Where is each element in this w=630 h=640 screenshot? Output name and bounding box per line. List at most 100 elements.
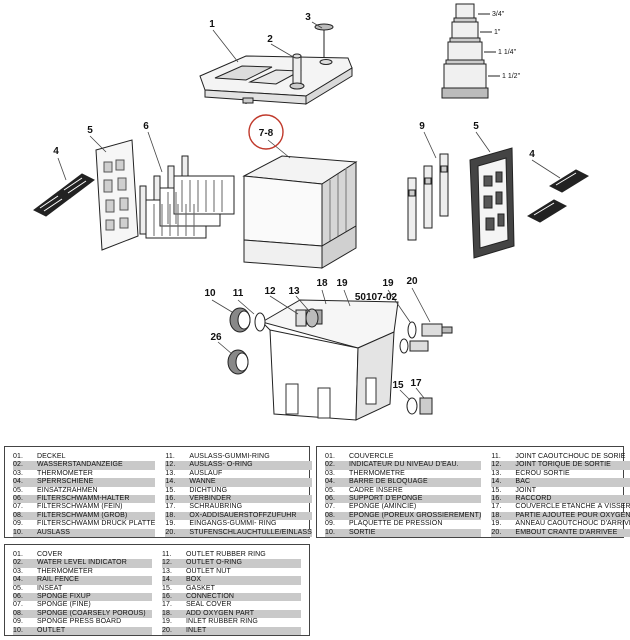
- part-sponge-block: [242, 155, 358, 269]
- part-insert-frame-left: [95, 139, 139, 251]
- legend-row-number: 16.: [165, 494, 176, 502]
- legend-row: 04.SPERRSCHIENE: [13, 478, 156, 487]
- legend-row-text: OUTLET O-RING: [186, 559, 243, 567]
- legend-row-number: 04.: [13, 576, 24, 584]
- legend-row-text: FILTERSCHWAMM DRUCK PLATTE: [37, 520, 156, 528]
- legend-row-number: 09.: [13, 520, 24, 528]
- callout: 3: [305, 12, 311, 23]
- legend-row: 17.SCHRAUBRING: [165, 503, 312, 511]
- callout: 9: [419, 121, 425, 132]
- legend-row-text: COVER: [37, 551, 63, 558]
- callout: 4: [529, 149, 535, 160]
- legend-row-number: 08.: [13, 609, 24, 617]
- legend-row-number: 13.: [162, 567, 173, 575]
- legend-row-text: FILTERSCHWAMM (FEIN): [37, 503, 123, 511]
- legend-row: 04.BARRE DE BLOQUAGE: [325, 478, 482, 487]
- legend-row-number: 16.: [491, 494, 502, 502]
- legend-row: 13.AUSLAUF: [165, 470, 312, 478]
- legend-row: 07.FILTERSCHWAMM (FEIN): [13, 503, 155, 511]
- legend-row-text: INLET RUBBER RING: [186, 618, 258, 626]
- legend-row-text: THERMOMÈTRE: [349, 469, 405, 477]
- legend-row: 18.PARTIE AJOUTÉE POUR OXYGÈNE: [491, 511, 630, 521]
- part-inlet: [399, 321, 453, 354]
- legend-row: 02. INDICATEUR DU NIVEAU D'EAU.: [325, 461, 482, 470]
- part-sponge-holders-left: [139, 155, 235, 239]
- legend-row-text: JOINT CAOUTCHOUC DE SORIE: [515, 453, 626, 460]
- legend-row-text: INDICATEUR DU NIVEAU D'EAU.: [349, 461, 459, 469]
- callout: 1: [209, 19, 215, 30]
- legend-row: 02. WATER LEVEL INDICATOR: [13, 559, 152, 568]
- callout: 13: [288, 286, 300, 297]
- legend-row-text: THERMOMETER: [37, 469, 93, 477]
- part-sponge-holders-right: [407, 153, 449, 241]
- legend-row-number: 04.: [13, 478, 24, 486]
- exploded-parts-diagram: 1 2 3 4 5 6 7-8 9 5 4 10 11 12 13 18 19 …: [33, 3, 590, 421]
- legend-row: 12. AUSLASS- O-RING: [165, 461, 312, 470]
- legend-row: 08.EPONGE (POREUX GROSSIÈREMENT): [325, 511, 482, 521]
- legend-row-number: 18.: [162, 609, 173, 617]
- legend-row: 20.STUFENSCHLAUCHTÜLLE/EINLASS: [165, 528, 312, 537]
- legend-row: 19.ANNEAU CAOUTCHOUC D'ARRIVÉE: [491, 520, 630, 528]
- legend-row-number: 01.: [13, 453, 24, 460]
- legend-row-text: WATER LEVEL INDICATOR: [37, 559, 127, 567]
- legend-row-text: SEAL COVER: [186, 601, 232, 609]
- legend-row-number: 02.: [13, 461, 24, 469]
- legend-row: 11.OUTLET RUBBER RING: [162, 551, 301, 559]
- legend-row-text: OUTLET NUT: [186, 567, 231, 575]
- callout: 26: [210, 332, 222, 343]
- legend-row-number: 13.: [491, 469, 502, 477]
- legend-row: 05.CADRE INSÉRÉ: [325, 487, 481, 495]
- legend-row-number: 17.: [162, 601, 173, 609]
- legend-row: 14.BOX: [162, 576, 301, 585]
- legend-row: 11. JOINT CAOUTCHOUC DE SORIE: [491, 453, 630, 461]
- legend-row-number: 12.: [165, 461, 176, 469]
- legend-row-text: ANNEAU CAOUTCHOUC D'ARRIVÉE: [515, 520, 630, 528]
- legend-row-text: OUTLET RUBBER RING: [186, 551, 266, 558]
- legend-row-number: 08.: [13, 511, 24, 519]
- legend-row: 03.THERMOMETER: [13, 568, 152, 576]
- legend-row-number: 14.: [491, 478, 502, 486]
- legend-row-text: SORTIE: [349, 528, 376, 536]
- legend-row-number: 07.: [325, 503, 336, 511]
- callout: 19: [336, 278, 348, 289]
- legend-row-number: 02.: [13, 559, 24, 567]
- legend-row-number: 12.: [162, 559, 173, 567]
- callout: 12: [264, 286, 276, 297]
- legend-row: 08.SPONGE (COARSELY POROUS): [13, 609, 152, 619]
- legend-row-text: AUSLASS- O-RING: [189, 461, 253, 469]
- legend-row-text: RAIL FENCE: [37, 576, 79, 584]
- legend-row-number: 06.: [13, 494, 24, 502]
- legend-row-text: OX-ADDISAUERSTOFFZUFUHR: [189, 511, 297, 519]
- legend-row-text: SPONGE FIXUP: [37, 592, 91, 600]
- part-rail-fence-right: [526, 169, 590, 223]
- legend-row: 12. OUTLET O-RING: [162, 559, 301, 568]
- legend-row-number: 20.: [491, 528, 502, 536]
- legend-row: 05.INSEAT: [13, 585, 152, 593]
- callout: 50107-02: [355, 292, 398, 303]
- part-outlet-nut: [295, 308, 319, 328]
- legend-row: 12.JOINT TORIQUE DE SORTIE: [491, 461, 630, 470]
- legend-row-text: EPONGE (POREUX GROSSIÈREMENT): [349, 511, 482, 519]
- legend-row: 17.COUVERCLE ÉTANCHE À VISSER: [491, 503, 630, 511]
- legend-row-number: 02.: [325, 461, 336, 469]
- legend-row: 03.THERMOMETER: [13, 470, 155, 478]
- legend-row: 08.FILTERSCHWAMM (GROB): [13, 511, 156, 521]
- callout: 5: [87, 125, 93, 136]
- legend-row-number: 11.: [165, 453, 175, 460]
- legend-row-text: CONNECTION: [186, 592, 235, 600]
- legend-row-number: 01.: [13, 551, 24, 558]
- legend-row: 06.SPONGE FIXUP: [13, 592, 152, 602]
- legend-row-text: CADRE INSÉRÉ: [349, 486, 403, 494]
- legend-row: 03.THERMOMÈTRE: [325, 470, 481, 478]
- legend-row-number: 10.: [325, 528, 336, 536]
- legend-row-number: 11.: [491, 453, 501, 460]
- part-stepped-hose-tail: [441, 3, 500, 99]
- legend-row-number: 15.: [491, 486, 502, 494]
- legend-row-text: BAC: [515, 478, 531, 486]
- legend-row-number: 17.: [165, 503, 176, 511]
- legend-row-number: 05.: [13, 486, 24, 494]
- legend-row-number: 15.: [162, 584, 173, 592]
